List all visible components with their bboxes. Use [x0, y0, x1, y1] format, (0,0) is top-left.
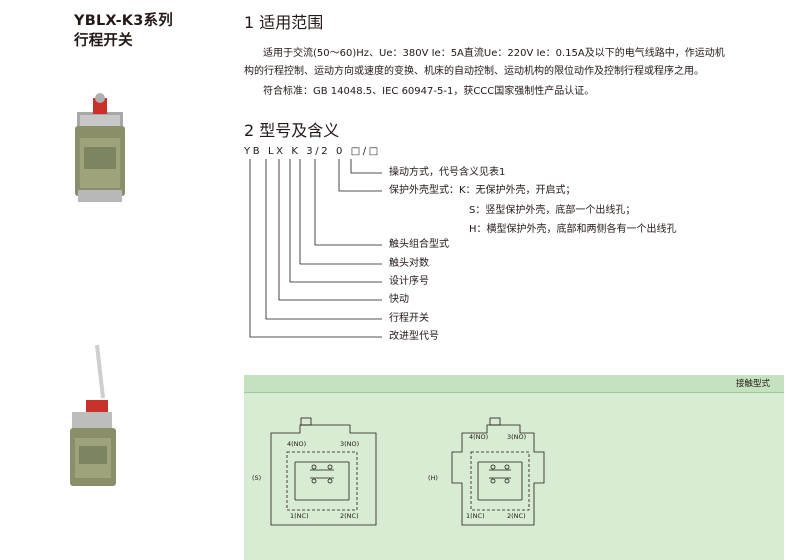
s-terminal-2nc: 2(NC) — [340, 512, 359, 520]
label-enclosure-type: 保护外壳型式：K：无保护外壳，开启式； — [389, 185, 576, 196]
variant-s-label: (S) — [252, 474, 262, 482]
model-code: YB LX K 3/2 0 □/□ — [244, 146, 381, 157]
label-limit-switch: 行程开关 — [389, 313, 429, 324]
label-enclosure-s: S：竖型保护外壳，底部一个出线孔； — [469, 205, 636, 216]
contact-type-panel-title: 接触型式 — [735, 379, 770, 389]
label-improved-code: 改进型代号 — [389, 331, 439, 342]
section2-title: 2 型号及含义 — [244, 121, 340, 140]
series-title: YBLX-K3系列 行程开关 — [74, 11, 173, 51]
variant-h-label: (H) — [428, 474, 438, 482]
s-terminal-3no: 3(NO) — [340, 440, 360, 448]
h-terminal-4no: 4(NO) — [469, 433, 489, 441]
h-terminal-2nc: 2(NC) — [507, 512, 526, 520]
contact-type-panel-header: 接触型式 — [244, 375, 784, 393]
label-contact-pairs: 触头对数 — [389, 258, 429, 269]
s-terminal-4no: 4(NO) — [287, 440, 307, 448]
label-contact-combination: 触头组合型式 — [389, 239, 449, 250]
label-snap-action: 快动 — [389, 294, 409, 305]
s-terminal-1nc: 1(NC) — [290, 512, 309, 520]
h-terminal-3no: 3(NO) — [507, 433, 527, 441]
label-enclosure-h: H：横型保护外壳，底部和两侧各有一个出线孔 — [469, 224, 677, 235]
label-operating-mode: 操动方式，代号含义见表1 — [389, 167, 506, 178]
section1-title: 1 适用范围 — [244, 13, 324, 32]
contact-type-panel — [244, 375, 784, 560]
section1-para1-line1: 适用于交流(50～60)Hz、Ue：380V Ie：5A直流Ue：220V Ie… — [263, 48, 725, 59]
section1-para1-line2: 构的行程控制、运动方向或速度的变换、机床的自动控制、运动机构的限位动作及控制行程… — [244, 66, 704, 77]
series-title-line2: 行程开关 — [74, 33, 133, 49]
h-terminal-1nc: 1(NC) — [466, 512, 485, 520]
section1-standard: 符合标准：GB 14048.5、IEC 60947-5-1，获CCC国家强制性产… — [263, 86, 595, 97]
label-design-number: 设计序号 — [389, 276, 429, 287]
series-title-line1: YBLX-K3系列 — [74, 13, 173, 29]
